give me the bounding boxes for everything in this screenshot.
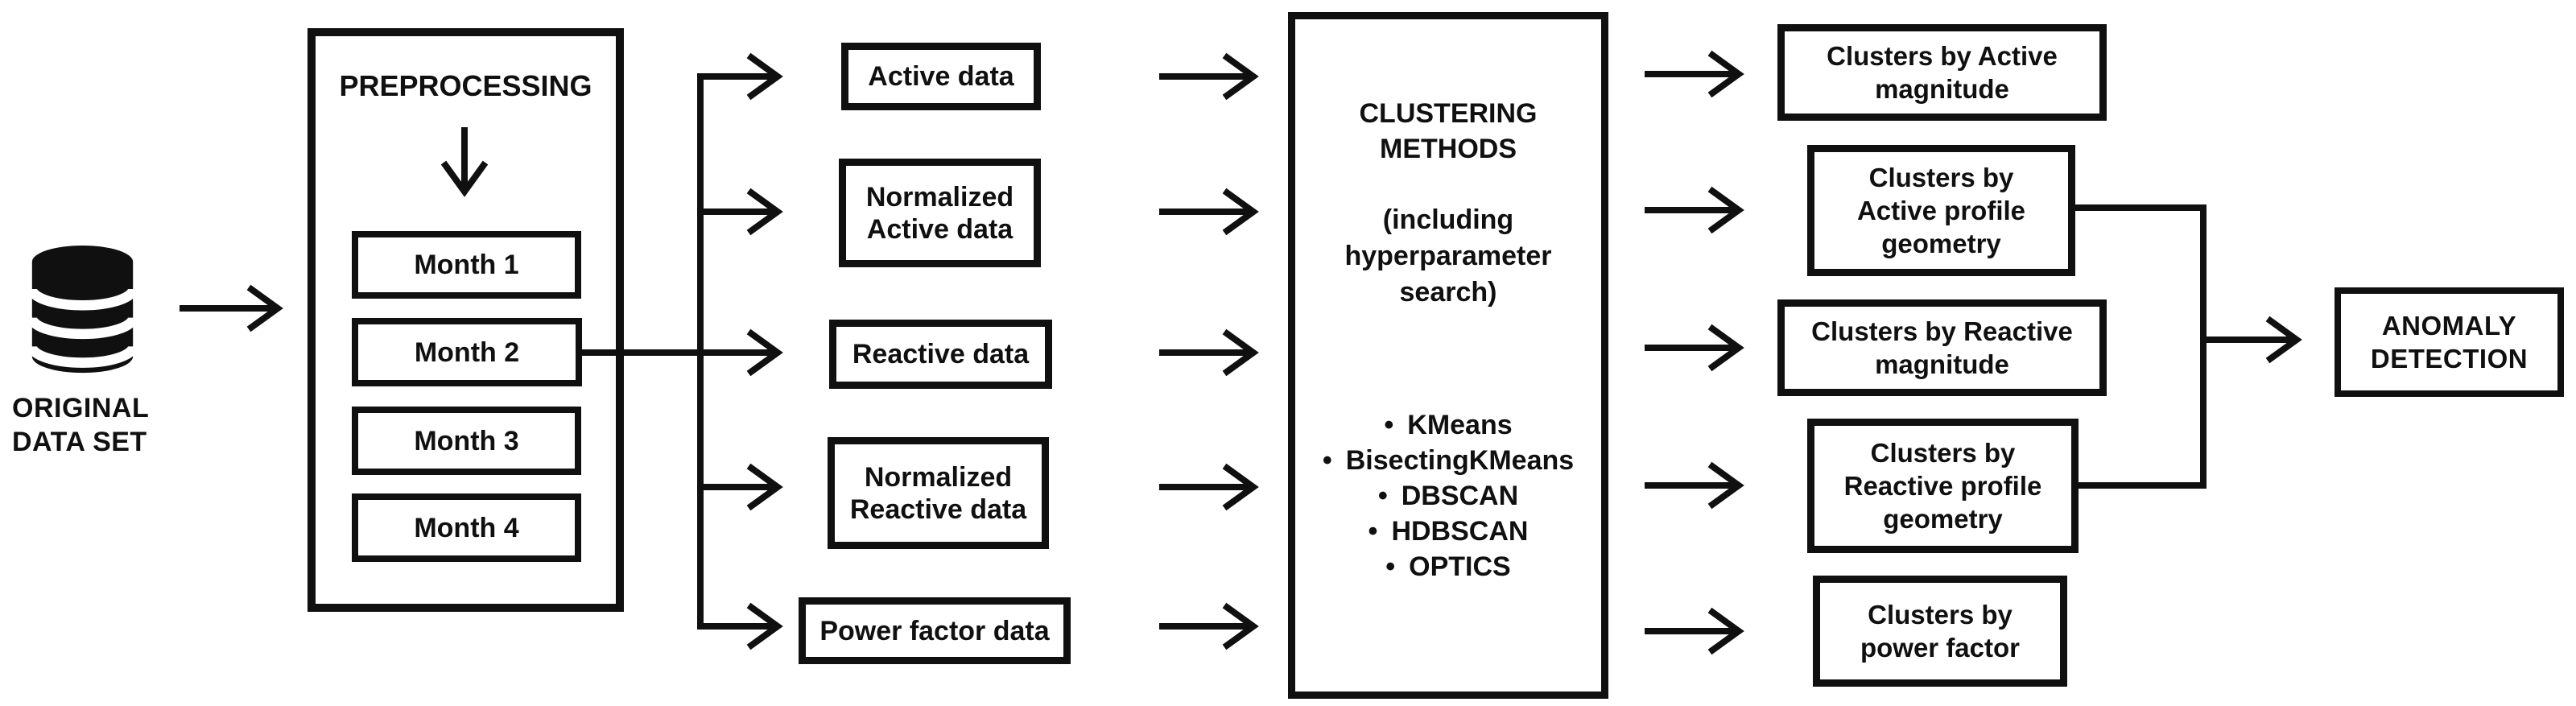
month-label: Month 1 (414, 250, 519, 280)
arrow-normalized-active-to-clustering (1159, 188, 1259, 236)
arrow-bracket-to-anomaly-detection (2207, 316, 2302, 364)
data-box-reactive: Reactive data (829, 320, 1052, 389)
clustering-method-hdbscan: HDBSCAN (1295, 514, 1601, 549)
output-box-label: Clusters by Active profile geometry (1856, 163, 2026, 258)
preprocessing-title: PREPROCESSING (339, 69, 592, 102)
clustering-method-dbscan: DBSCAN (1295, 478, 1601, 514)
arrow-clustering-to-reactive-magnitude (1645, 324, 1744, 372)
anomaly-detection-label: ANOMALY DETECTION (2370, 311, 2529, 374)
clustering-methods-box: CLUSTERING METHODS (including hyperparam… (1288, 12, 1608, 699)
month-box-4: Month 4 (352, 493, 581, 562)
clustering-method-bisectingkmeans: BisectingKMeans (1295, 443, 1601, 478)
arrow-normalized-reactive-to-clustering (1159, 463, 1259, 511)
arrow-dataset-to-preprocessing (180, 284, 283, 332)
clustering-title: CLUSTERING METHODS (1359, 98, 1538, 164)
clustering-method-list: KMeans BisectingKMeans DBSCAN HDBSCAN OP… (1295, 407, 1601, 584)
arrow-branch-to-normalized-active (702, 188, 783, 236)
month-label: Month 3 (414, 425, 519, 456)
arrow-clustering-to-power-factor (1645, 607, 1744, 655)
source-dataset-label: ORIGINAL DATA SET (12, 393, 149, 457)
output-box-label: Clusters by Reactive profile geometry (1843, 438, 2042, 534)
branch-vertical-line (697, 73, 704, 630)
arrow-branch-to-power-factor (702, 602, 783, 650)
data-box-label: Reactive data (852, 339, 1030, 370)
database-icon (28, 245, 137, 374)
output-box-reactive-magnitude: Clusters by Reactive magnitude (1777, 299, 2107, 396)
clustering-method-optics: OPTICS (1295, 549, 1601, 584)
data-box-normalized-reactive: Normalized Reactive data (828, 437, 1049, 549)
month-label: Month 2 (414, 336, 520, 368)
arrow-power-factor-to-clustering (1159, 602, 1259, 650)
connector-month2-to-branch (581, 349, 702, 356)
clustering-method-kmeans: KMeans (1295, 407, 1601, 443)
arrow-branch-to-active (702, 52, 783, 101)
connector-reactive-profile-to-bracket (2079, 482, 2207, 489)
bracket-vertical-line (2200, 204, 2207, 489)
anomaly-detection-box: ANOMALY DETECTION (2334, 287, 2564, 397)
month-box-1: Month 1 (352, 231, 581, 299)
output-box-active-magnitude: Clusters by Active magnitude (1777, 24, 2107, 121)
data-box-label: Power factor data (819, 615, 1050, 646)
output-box-label: Clusters by power factor (1860, 600, 2021, 663)
arrow-active-to-clustering (1159, 52, 1259, 101)
output-box-active-profile-geometry: Clusters by Active profile geometry (1807, 145, 2075, 276)
data-box-label: Active data (868, 61, 1014, 92)
output-box-power-factor: Clusters by power factor (1813, 576, 2067, 687)
output-box-reactive-profile-geometry: Clusters by Reactive profile geometry (1807, 419, 2079, 553)
data-box-power-factor: Power factor data (799, 597, 1071, 664)
month-box-3: Month 3 (352, 407, 581, 475)
clustering-subtitle: (including hyperparameter search) (1344, 204, 1552, 308)
arrow-branch-to-normalized-reactive (702, 463, 783, 511)
output-box-label: Clusters by Reactive magnitude (1811, 316, 2073, 379)
arrow-down-icon (440, 127, 489, 197)
data-box-normalized-active: Normalized Active data (839, 159, 1041, 267)
arrow-clustering-to-active-profile (1645, 186, 1744, 234)
connector-active-profile-to-bracket (2075, 204, 2207, 211)
month-box-2: Month 2 (352, 318, 582, 386)
data-box-active: Active data (841, 43, 1041, 110)
output-box-label: Clusters by Active magnitude (1827, 41, 2058, 104)
data-box-label: Normalized Active data (865, 181, 1014, 245)
arrow-branch-to-reactive (702, 328, 783, 377)
data-box-label: Normalized Reactive data (849, 461, 1027, 525)
arrow-clustering-to-active-magnitude (1645, 50, 1744, 98)
month-label: Month 4 (414, 512, 519, 543)
arrow-reactive-to-clustering (1159, 328, 1259, 377)
arrow-clustering-to-reactive-profile (1645, 461, 1744, 510)
